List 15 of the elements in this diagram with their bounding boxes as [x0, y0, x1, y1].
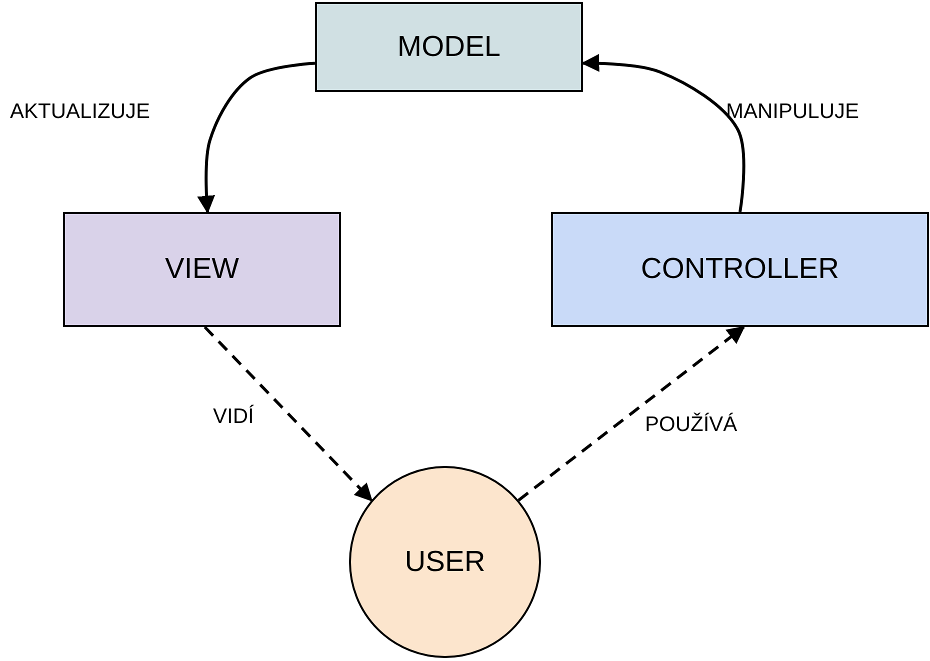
edge-label: VIDÍ	[213, 405, 254, 429]
arrow	[581, 54, 746, 212]
arrow	[518, 326, 746, 502]
node-label: MODEL	[397, 30, 501, 64]
node-label: VIEW	[164, 253, 240, 286]
process-box	[63, 212, 341, 327]
arrow	[204, 326, 373, 502]
edge-label: AKTUALIZUJE	[10, 100, 150, 124]
node-label: USER	[404, 546, 486, 578]
node-label: CONTROLLER	[640, 253, 840, 286]
arrow	[197, 62, 316, 214]
edge-label: MANIPULUJE	[726, 100, 860, 124]
edge-label: POUŽÍVÁ	[645, 413, 738, 437]
process-box	[315, 2, 583, 92]
process-box	[551, 212, 929, 327]
